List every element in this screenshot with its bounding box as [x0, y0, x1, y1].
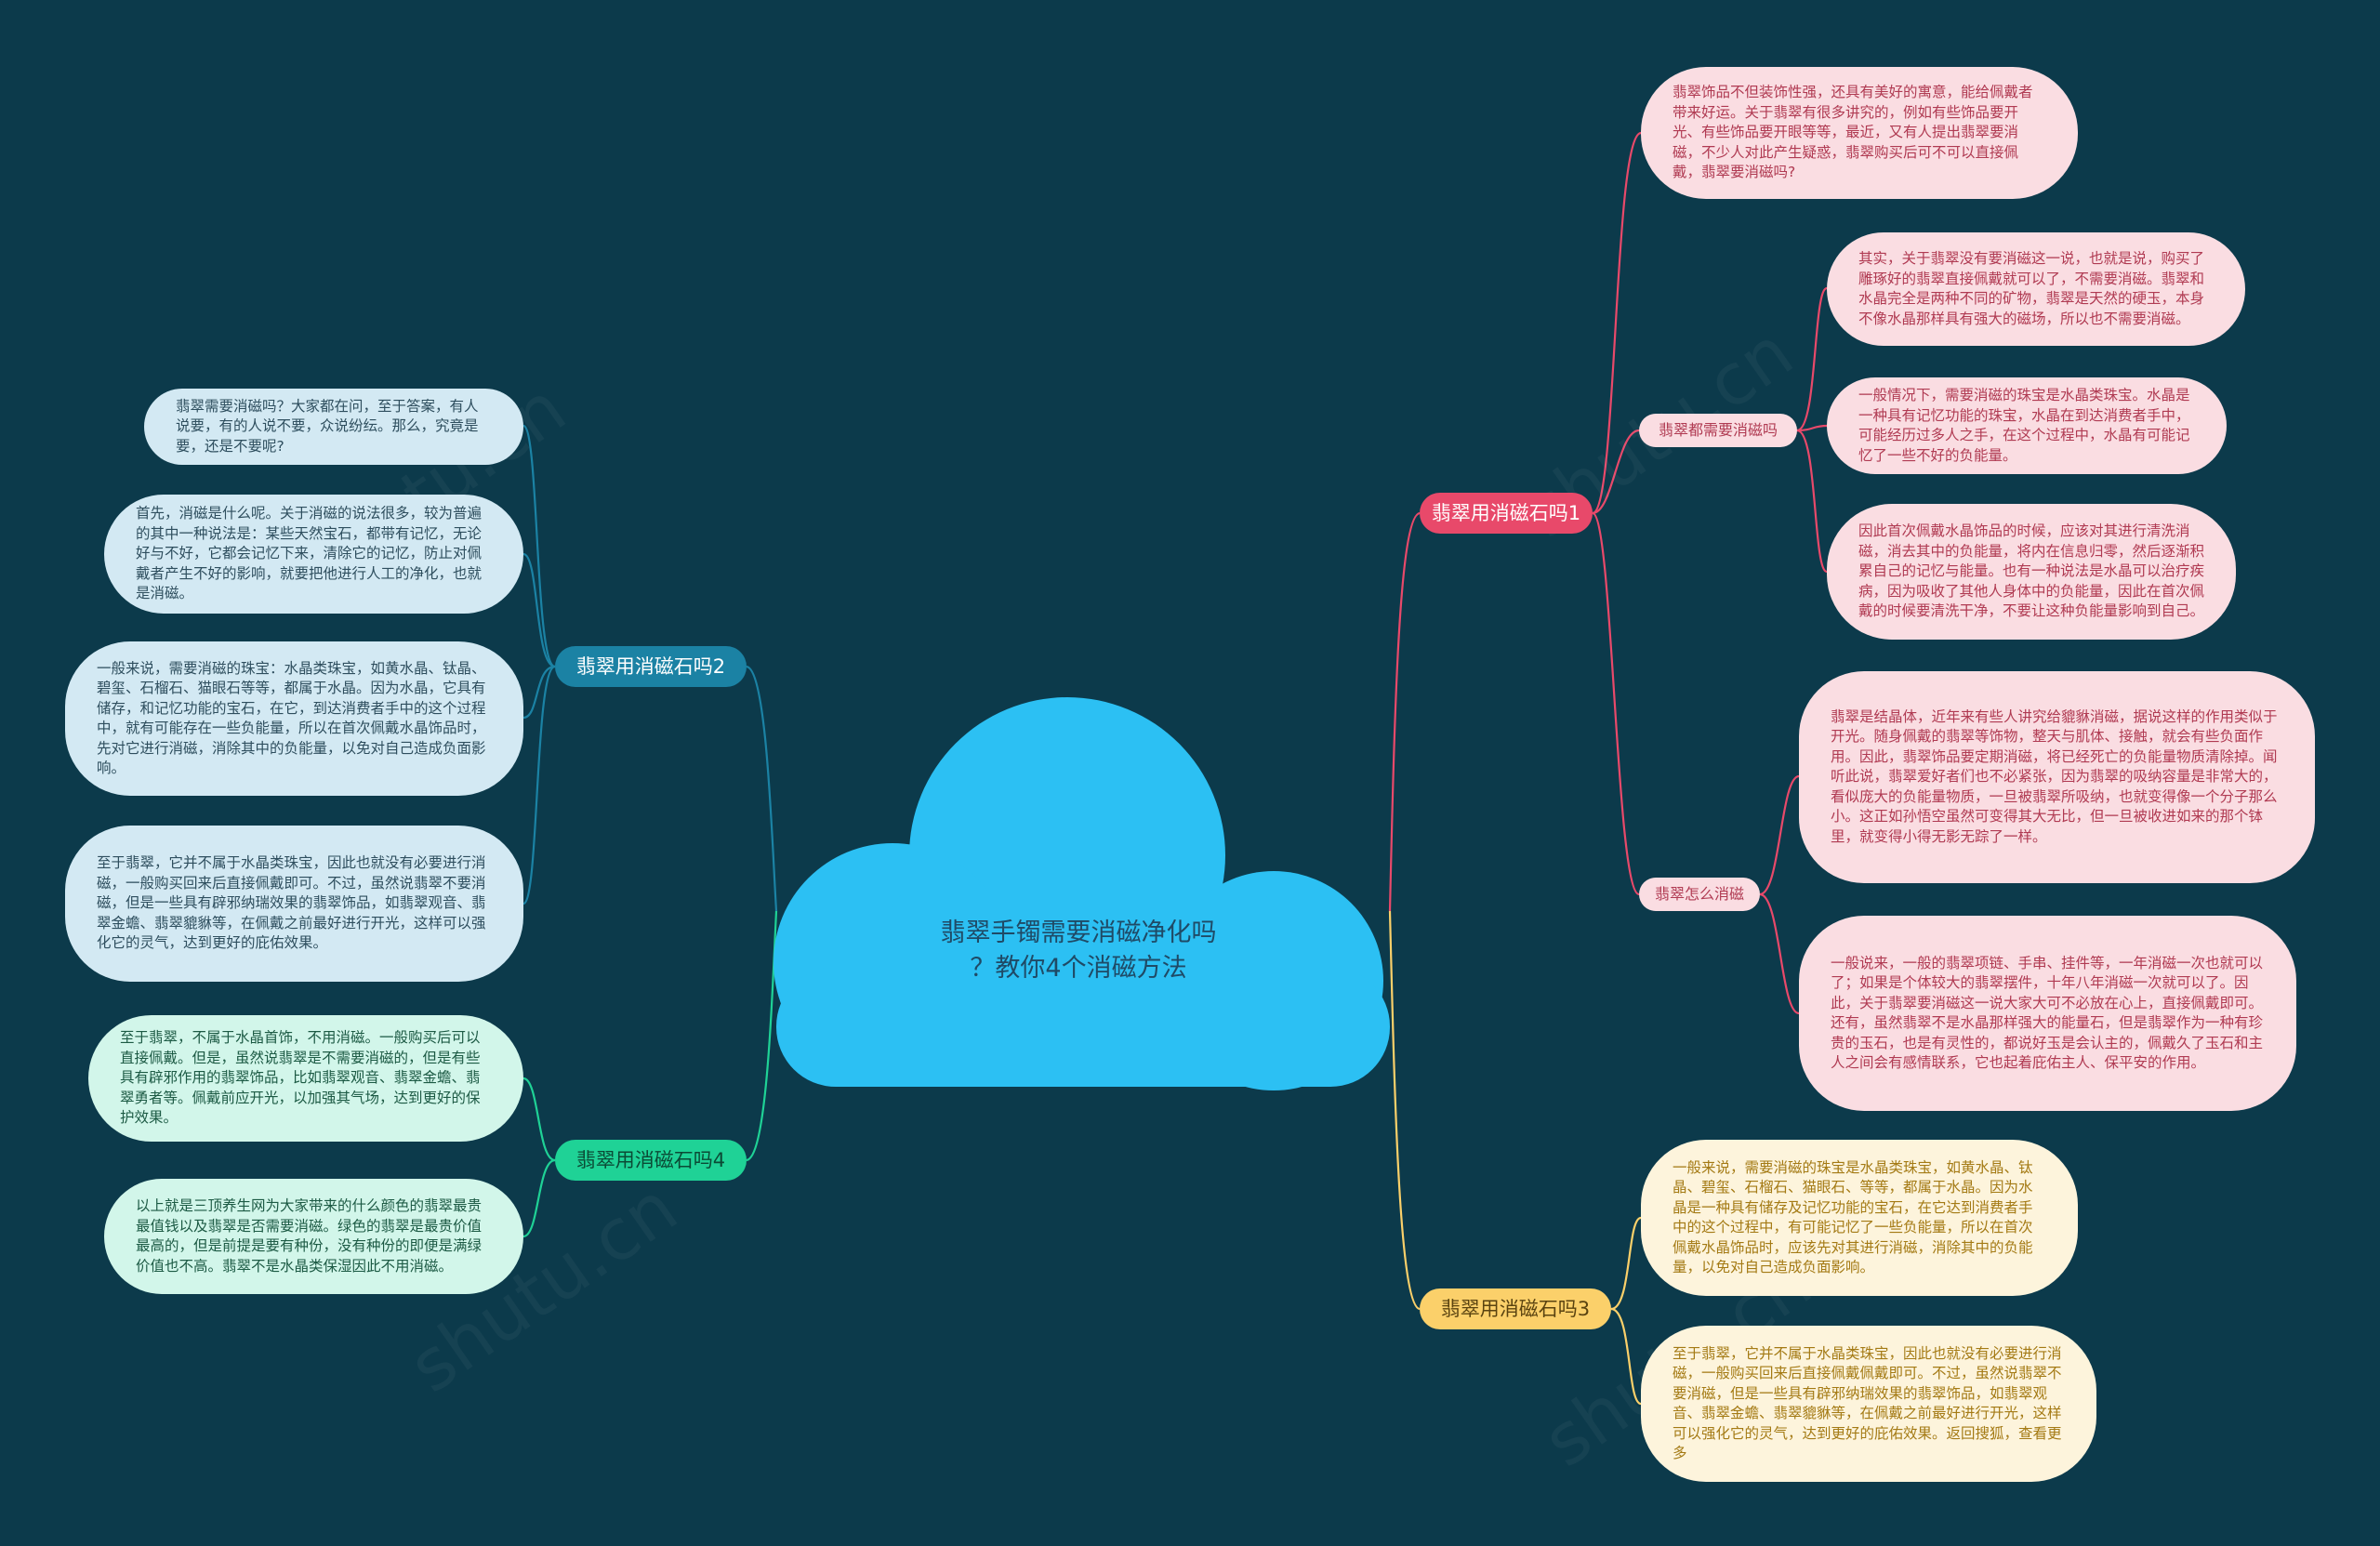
connector-center-b1 — [1388, 511, 1421, 912]
note-text: 其实，关于翡翠没有要消磁这一说，也就是说，购买了雕琢好的翡翠直接佩戴就可以了，不… — [1858, 250, 2205, 327]
connector-center-b4 — [746, 910, 778, 1162]
connector-b3-item1 — [1610, 1216, 1642, 1311]
connector-center-b3 — [1388, 910, 1421, 1311]
branch-2-note-2: 首先，消磁是什么呢。关于消磁的说法很多，较为普遍的其中一种说法是：某些天然宝石，… — [104, 495, 523, 614]
note-text: 至于翡翠，不属于水晶首饰，不用消磁。一般购买后可以直接佩戴。但是，虽然说翡翠是不… — [120, 1029, 481, 1127]
connector-b2-item3 — [522, 665, 556, 720]
branch-1-sub-1-note-1: 其实，关于翡翠没有要消磁这一说，也就是说，购买了雕琢好的翡翠直接佩戴就可以了，不… — [1827, 232, 2245, 346]
branch-1-intro-note: 翡翠饰品不但装饰性强，还具有美好的寓意，能给佩戴者带来好运。关于翡翠有很多讲究的… — [1641, 67, 2078, 199]
center-cloud — [774, 697, 1390, 1090]
branch-1-sub-2-note-2: 一般说来，一般的翡翠项链、手串、挂件等，一年消磁一次也就可以了；如果是个体较大的… — [1799, 916, 2296, 1111]
note-text: 一般来说，需要消磁的珠宝是水晶类珠宝，如黄水晶、钛晶、碧玺、石榴石、猫眼石、等等… — [1673, 1158, 2033, 1276]
note-text: 以上就是三顶养生网为大家带来的什么颜色的翡翠最贵最值钱以及翡翠是否需要消磁。绿色… — [136, 1197, 483, 1275]
note-text: 一般说来，一般的翡翠项链、手串、挂件等，一年消磁一次也就可以了；如果是个体较大的… — [1831, 954, 2264, 1072]
branch-2-note-4: 至于翡翠，它并不属于水晶类珠宝，因此也就没有必要进行消磁，一般购买回来后直接佩戴… — [65, 826, 523, 982]
note-text: 翡翠饰品不但装饰性强，还具有美好的寓意，能给佩戴者带来好运。关于翡翠有很多讲究的… — [1673, 84, 2033, 181]
branch-2-note-1: 翡翠需要消磁吗？大家都在问，至于答案，有人说要，有的人说不要，众说纷纭。那么，究… — [144, 389, 523, 465]
connector-b1-sub2 — [1591, 511, 1640, 896]
connector-sub2-item1 — [1759, 774, 1800, 896]
branch-3-note-1: 一般来说，需要消磁的珠宝是水晶类珠宝，如黄水晶、钛晶、碧玺、石榴石、猫眼石、等等… — [1641, 1140, 2078, 1296]
branch-1-label[interactable]: 翡翠用消磁石吗1 — [1420, 493, 1593, 534]
note-text: 一般来说，需要消磁的珠宝：水晶类珠宝，如黄水晶、钛晶、碧玺、石榴石、猫眼石等等，… — [97, 659, 486, 777]
note-text: 翡翠需要消磁吗？大家都在问，至于答案，有人说要，有的人说不要，众说纷纭。那么，究… — [176, 397, 479, 455]
connector-sub2-item2 — [1759, 892, 1800, 1015]
connector-b4-item1 — [522, 1077, 556, 1162]
branch-2-label[interactable]: 翡翠用消磁石吗2 — [555, 646, 747, 687]
branch-1-sub-2-note-1: 翡翠是结晶体，近年来有些人讲究给貔貅消磁，据说这样的作用类似于开光。随身佩戴的翡… — [1799, 671, 2315, 883]
branch-1-sub-1-note-2: 一般情况下，需要消磁的珠宝是水晶类珠宝。水晶是一种具有记忆功能的珠宝，水晶在到达… — [1827, 377, 2227, 474]
connector-b2-item1 — [522, 424, 556, 668]
branch-4-note-2: 以上就是三顶养生网为大家带来的什么颜色的翡翠最贵最值钱以及翡翠是否需要消磁。绿色… — [104, 1179, 523, 1294]
center-title: 翡翠手镯需要消磁净化吗 ？教你4个消磁方法 — [892, 916, 1264, 986]
note-text: 首先，消磁是什么呢。关于消磁的说法很多，较为普遍的其中一种说法是：某些天然宝石，… — [136, 505, 483, 602]
connector-b1-sub1 — [1592, 429, 1640, 515]
connector-sub1-item1 — [1796, 286, 1829, 432]
connector-center-b2 — [746, 665, 778, 912]
connector-b2-item4 — [522, 665, 556, 905]
branch-3-label[interactable]: 翡翠用消磁石吗3 — [1420, 1288, 1611, 1329]
branch-1-sub-2-label[interactable]: 翡翠怎么消磁 — [1639, 878, 1760, 911]
branch-1-sub-1-note-3: 因此首次佩戴水晶饰品的时候，应该对其进行清洗消磁，消去其中的负能量，将内在信息归… — [1827, 504, 2236, 640]
connector-sub1-item2 — [1796, 424, 1828, 432]
note-text: 一般情况下，需要消磁的珠宝是水晶类珠宝。水晶是一种具有记忆功能的珠宝，水晶在到达… — [1858, 387, 2190, 464]
center-title-line1: 翡翠手镯需要消磁净化吗 — [940, 918, 1217, 947]
connector-b3-item2 — [1610, 1307, 1642, 1406]
center-title-line2: ？教你4个消磁方法 — [970, 954, 1187, 983]
note-text: 因此首次佩戴水晶饰品的时候，应该对其进行清洗消磁，消去其中的负能量，将内在信息归… — [1858, 522, 2205, 620]
connector-b2-item2 — [522, 552, 556, 668]
connector-b1-intro — [1592, 131, 1642, 515]
branch-4-label[interactable]: 翡翠用消磁石吗4 — [555, 1140, 747, 1181]
branch-3-note-2: 至于翡翠，它并不属于水晶类珠宝，因此也就没有必要进行消磁，一般购买回来后直接佩戴… — [1641, 1326, 2096, 1482]
branch-1-sub-1-label[interactable]: 翡翠都需要消磁吗 — [1639, 414, 1797, 447]
connector-sub1-item3 — [1796, 429, 1829, 574]
note-text: 至于翡翠，它并不属于水晶类珠宝，因此也就没有必要进行消磁，一般购买回来后直接佩戴… — [1673, 1344, 2062, 1462]
note-text: 翡翠是结晶体，近年来有些人讲究给貔貅消磁，据说这样的作用类似于开光。随身佩戴的翡… — [1831, 707, 2278, 845]
branch-2-note-3: 一般来说，需要消磁的珠宝：水晶类珠宝，如黄水晶、钛晶、碧玺、石榴石、猫眼石等等，… — [65, 641, 523, 796]
note-text: 至于翡翠，它并不属于水晶类珠宝，因此也就没有必要进行消磁，一般购买回来后直接佩戴… — [97, 854, 486, 952]
branch-4-note-1: 至于翡翠，不属于水晶首饰，不用消磁。一般购买后可以直接佩戴。但是，虽然说翡翠是不… — [88, 1015, 523, 1142]
connector-b4-item2 — [522, 1158, 556, 1238]
